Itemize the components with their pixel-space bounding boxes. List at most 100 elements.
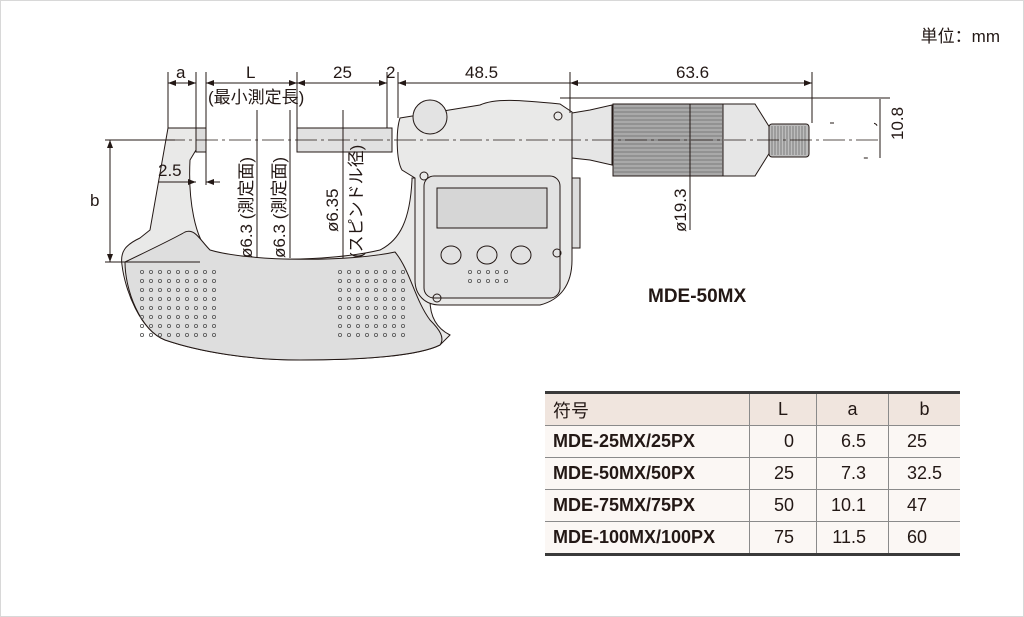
- grip-dot: [346, 278, 351, 283]
- grip-dot: [355, 305, 360, 310]
- grip-dot: [184, 269, 189, 274]
- grip-dot: [364, 332, 369, 337]
- grip-dot: [503, 278, 508, 283]
- grip-dot: [193, 269, 198, 274]
- grip-dot: [382, 296, 387, 301]
- cell-b: 60: [888, 521, 960, 555]
- grip-dot: [485, 278, 490, 283]
- grip-dot: [476, 278, 481, 283]
- grip-dot: [382, 323, 387, 328]
- grip-dot: [202, 269, 207, 274]
- grip-dot: [193, 296, 198, 301]
- grip-dot: [139, 278, 144, 283]
- grip-dot: [364, 323, 369, 328]
- grip-dot: [148, 278, 153, 283]
- grip-dot: [211, 323, 216, 328]
- grip-dot: [355, 287, 360, 292]
- table-header-row: 符号 L a b: [545, 392, 960, 426]
- grip-dot: [382, 332, 387, 337]
- grip-dot: [175, 314, 180, 319]
- grip-dot: [184, 323, 189, 328]
- grip-dot: [391, 269, 396, 274]
- grip-dot: [364, 278, 369, 283]
- grip-dot: [193, 305, 198, 310]
- grip-dot: [400, 296, 405, 301]
- grip-dot: [175, 278, 180, 283]
- grip-dot: [211, 287, 216, 292]
- grip-dot: [364, 305, 369, 310]
- header-b: b: [888, 392, 960, 426]
- grip-dot: [157, 296, 162, 301]
- grip-dot: [391, 332, 396, 337]
- grip-dot: [166, 278, 171, 283]
- grip-dot: [364, 314, 369, 319]
- grip-dot: [346, 269, 351, 274]
- grip-dot: [202, 287, 207, 292]
- cell-a: 6.5: [816, 425, 889, 458]
- header-L: L: [749, 392, 817, 426]
- grip-dot: [467, 269, 472, 274]
- grip-dot: [148, 269, 153, 274]
- grip-dot: [346, 296, 351, 301]
- grip-dot: [373, 332, 378, 337]
- grip-dot: [337, 278, 342, 283]
- grip-dot: [346, 314, 351, 319]
- grip-dot: [364, 287, 369, 292]
- grip-dot: [202, 314, 207, 319]
- dim-63-6: 63.6: [676, 63, 709, 82]
- cell-L: 25: [749, 457, 817, 490]
- grip-dot: [391, 305, 396, 310]
- grip-dot: [175, 305, 180, 310]
- grip-dot: [400, 314, 405, 319]
- grip-dot: [337, 269, 342, 274]
- grip-dot: [211, 314, 216, 319]
- cell-L: 75: [749, 521, 817, 555]
- grip-dot: [355, 269, 360, 274]
- grip-dot: [373, 296, 378, 301]
- grip-dot: [157, 314, 162, 319]
- cell-a: 7.3: [816, 457, 889, 490]
- grip-dot: [382, 287, 387, 292]
- grip-dot: [148, 323, 153, 328]
- dim-2-5: 2.5: [158, 161, 182, 180]
- grip-dots: [139, 269, 508, 337]
- grip-dot: [211, 305, 216, 310]
- grip-dot: [346, 332, 351, 337]
- grip-dot: [382, 305, 387, 310]
- dim-b: b: [90, 191, 99, 210]
- grip-dot: [391, 296, 396, 301]
- grip-dot: [184, 314, 189, 319]
- grip-dot: [166, 314, 171, 319]
- cell-b: 47: [888, 489, 960, 522]
- grip-dot: [400, 305, 405, 310]
- grip-dot: [503, 269, 508, 274]
- grip-dot: [148, 287, 153, 292]
- header-a: a: [816, 392, 889, 426]
- grip-dot: [373, 323, 378, 328]
- button-1: [440, 245, 462, 265]
- grip-dot: [400, 287, 405, 292]
- grip-dot: [202, 296, 207, 301]
- grip-dot: [355, 296, 360, 301]
- cell-model: MDE-100MX/100PX: [545, 521, 750, 555]
- grip-dot: [467, 278, 472, 283]
- grip-dot: [391, 278, 396, 283]
- grip-dot: [346, 287, 351, 292]
- grip-dot: [202, 305, 207, 310]
- grip-dot: [400, 269, 405, 274]
- grip-dot: [391, 323, 396, 328]
- grip-dot: [485, 269, 490, 274]
- dim-2: 2: [386, 63, 395, 82]
- cell-a: 10.1: [816, 489, 889, 522]
- grip-dot: [157, 323, 162, 328]
- dim-L-note: (最小測定長): [208, 88, 304, 107]
- grip-dot: [175, 269, 180, 274]
- grip-dot: [400, 278, 405, 283]
- grip-dot: [382, 278, 387, 283]
- grip-dot: [373, 305, 378, 310]
- grip-dot: [211, 269, 216, 274]
- button-3: [510, 245, 532, 265]
- grip-dot: [373, 287, 378, 292]
